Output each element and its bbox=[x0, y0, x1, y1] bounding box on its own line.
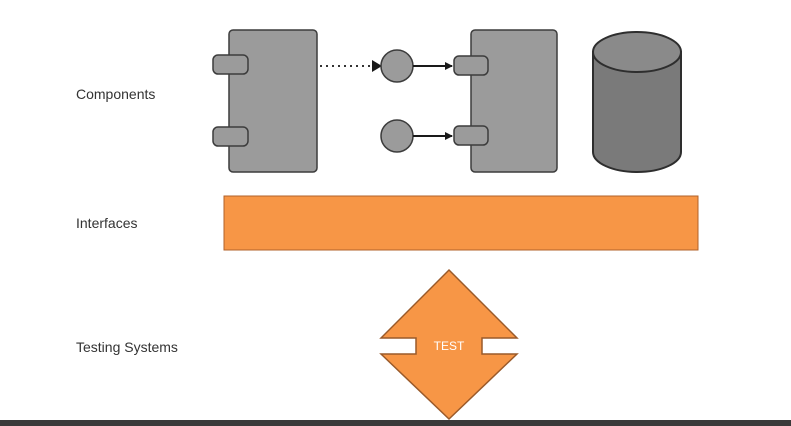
component-port-icon bbox=[212, 126, 249, 147]
test-label: TEST bbox=[434, 339, 465, 353]
interfaces-row-label: Interfaces bbox=[76, 215, 138, 231]
component-port-icon bbox=[453, 125, 489, 146]
dependency-arrowhead-icon bbox=[372, 60, 382, 72]
component-port-icon bbox=[453, 55, 489, 76]
testing-systems-row-label: Testing Systems bbox=[76, 339, 178, 355]
interface-ball-top-icon bbox=[380, 49, 414, 83]
database-cylinder-icon bbox=[592, 31, 682, 173]
component-port-icon bbox=[212, 54, 249, 75]
component-right-icon bbox=[453, 29, 558, 173]
test-double-arrow-icon bbox=[379, 268, 519, 421]
interfaces-bar bbox=[223, 195, 699, 251]
bottom-bar bbox=[0, 420, 791, 426]
components-row-label: Components bbox=[76, 86, 156, 102]
interface-ball-bottom-icon bbox=[380, 119, 414, 153]
component-left-icon bbox=[212, 29, 318, 173]
